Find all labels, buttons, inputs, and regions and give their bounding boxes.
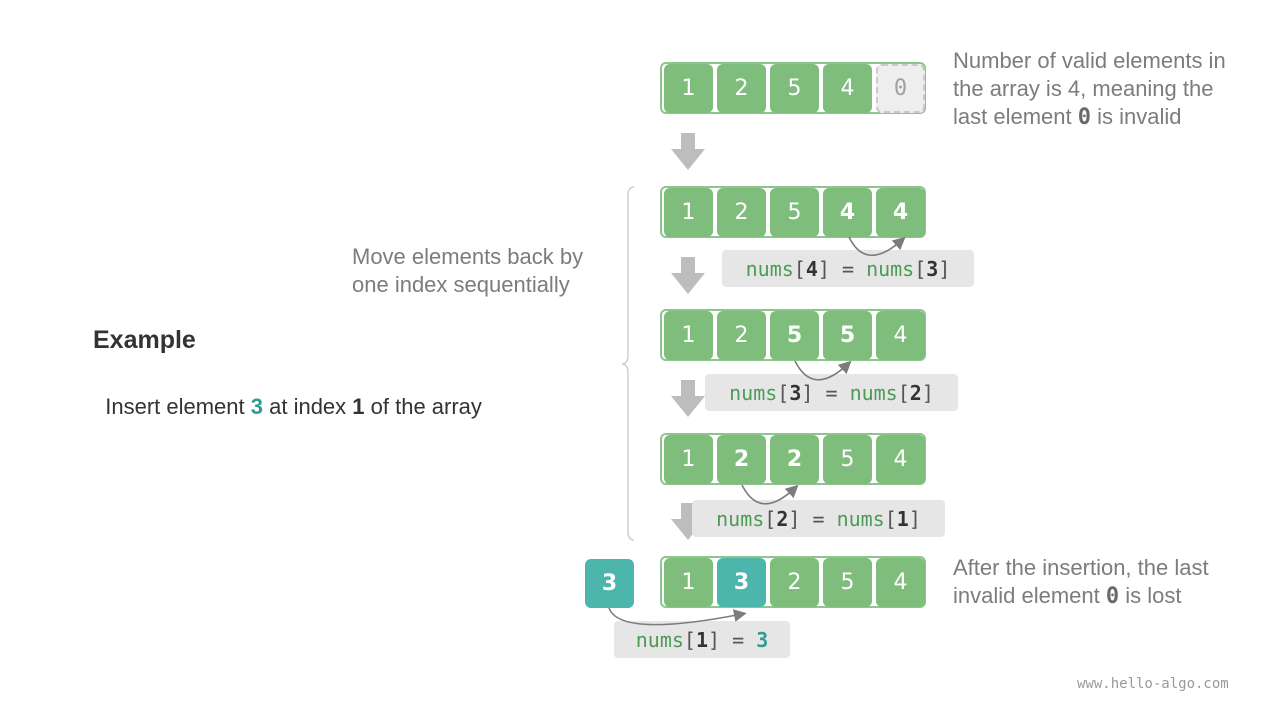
down-arrow-icon (671, 380, 705, 417)
example-heading: Example (93, 326, 196, 354)
array-cell: 4 (823, 188, 872, 237)
note-after-insertion: After the insertion, the last invalid el… (953, 554, 1209, 611)
note-line: last element 0 is invalid (953, 104, 1182, 130)
array-cell: 1 (664, 188, 713, 237)
array-cell: 2 (770, 435, 819, 484)
code-assign-4-3: nums[4] = nums[3] (722, 250, 974, 287)
note-line: Number of valid elements in (953, 48, 1226, 73)
array-cell: 1 (664, 64, 713, 113)
code-assign-1-value: nums[1] = 3 (614, 621, 790, 658)
desc-suffix: of the array (364, 394, 482, 419)
watermark: www.hello-algo.com (1077, 676, 1229, 692)
array-cell: 5 (823, 558, 872, 607)
desc-value: 3 (250, 394, 263, 419)
array-cell: 4 (876, 435, 925, 484)
note-initial-state: Number of valid elements in the array is… (953, 47, 1226, 132)
array-cell: 2 (717, 311, 766, 360)
array-cell: 2 (717, 64, 766, 113)
array-cell: 1 (664, 311, 713, 360)
note-line: invalid element 0 is lost (953, 583, 1182, 609)
desc-prefix: Insert element (105, 394, 251, 419)
desc-index: 1 (352, 394, 365, 419)
array-cell: 2 (717, 188, 766, 237)
note-line: one index sequentially (352, 272, 570, 297)
array-cell: 2 (770, 558, 819, 607)
array-cell: 2 (717, 435, 766, 484)
array-cell: 5 (770, 64, 819, 113)
insert-element: 3 (585, 559, 634, 608)
array-cell: 4 (876, 311, 925, 360)
note-move-elements: Move elements back by one index sequenti… (352, 243, 583, 299)
note-line: Move elements back by (352, 244, 584, 269)
array-cell: 1 (664, 558, 713, 607)
down-arrow-icon (671, 503, 705, 540)
array-cell: 5 (770, 188, 819, 237)
array-cell: 4 (876, 188, 925, 237)
array-cell: 5 (823, 435, 872, 484)
array-cell: 0 (876, 64, 925, 113)
note-line: After the insertion, the last (953, 555, 1209, 580)
array-cell: 5 (823, 311, 872, 360)
array-cell: 4 (876, 558, 925, 607)
code-assign-2-1: nums[2] = nums[1] (692, 500, 945, 537)
down-arrow-icon (671, 133, 705, 170)
down-arrow-icon (671, 257, 705, 294)
array-cell: 3 (717, 558, 766, 607)
brace-icon (621, 186, 635, 541)
note-line: the array is 4, meaning the (953, 76, 1214, 101)
code-assign-3-2: nums[3] = nums[2] (705, 374, 958, 411)
desc-mid: at index (263, 394, 353, 419)
array-cell: 5 (770, 311, 819, 360)
array-cell: 1 (664, 435, 713, 484)
array-cell: 4 (823, 64, 872, 113)
example-description: Insert element 3 at index 1 of the array (93, 368, 482, 420)
